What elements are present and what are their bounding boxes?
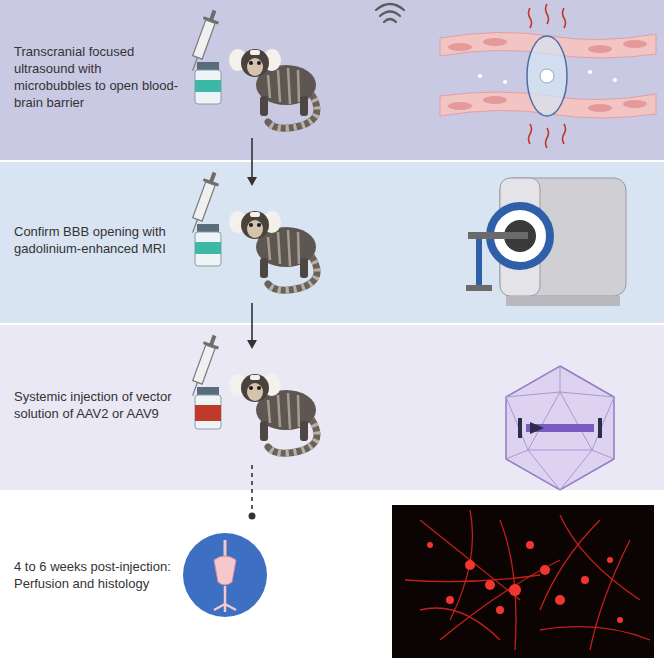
band-fill	[0, 492, 664, 664]
flow-arrow	[247, 303, 257, 349]
fluorescence-image	[392, 505, 654, 658]
vial	[195, 224, 221, 266]
syringe	[185, 8, 222, 74]
step-band: 4 to 6 weeks post-injection: Perfusion a…	[0, 492, 664, 664]
step-band: Confirm BBB opening with gadolinium-enha…	[0, 162, 664, 323]
step-text: 4 to 6 weeks post-injection: Perfusion a…	[14, 559, 182, 593]
vial	[195, 62, 221, 104]
ultrasound-waves	[376, 4, 404, 22]
syringe	[185, 170, 222, 236]
step-text: Systemic injection of vector solution of…	[14, 389, 182, 423]
marmoset	[229, 374, 317, 453]
aav-capsid	[506, 366, 614, 490]
flow-arrow	[249, 465, 256, 520]
neuron-icon	[183, 533, 267, 617]
step-band: Transcranial focused ultrasound with mic…	[0, 0, 664, 160]
band-fill	[0, 0, 664, 160]
blood-vessel	[440, 4, 656, 148]
band-fill	[0, 162, 664, 323]
arrow-head	[247, 177, 257, 186]
arrow-line	[251, 303, 253, 341]
marmoset	[229, 211, 317, 290]
arrow-line	[251, 138, 253, 178]
flow-arrow	[247, 138, 257, 186]
vial	[195, 387, 221, 429]
arrow-head	[247, 340, 257, 349]
mri-scanner	[466, 178, 626, 306]
syringe	[185, 333, 222, 399]
step-text: Transcranial focused ultrasound with mic…	[14, 44, 182, 112]
arrow-line	[251, 465, 253, 516]
marmoset	[229, 49, 317, 128]
step-band: Systemic injection of vector solution of…	[0, 325, 664, 490]
end-dot	[249, 513, 256, 520]
step-text: Confirm BBB opening with gadolinium-enha…	[14, 224, 182, 258]
band-fill	[0, 325, 664, 490]
